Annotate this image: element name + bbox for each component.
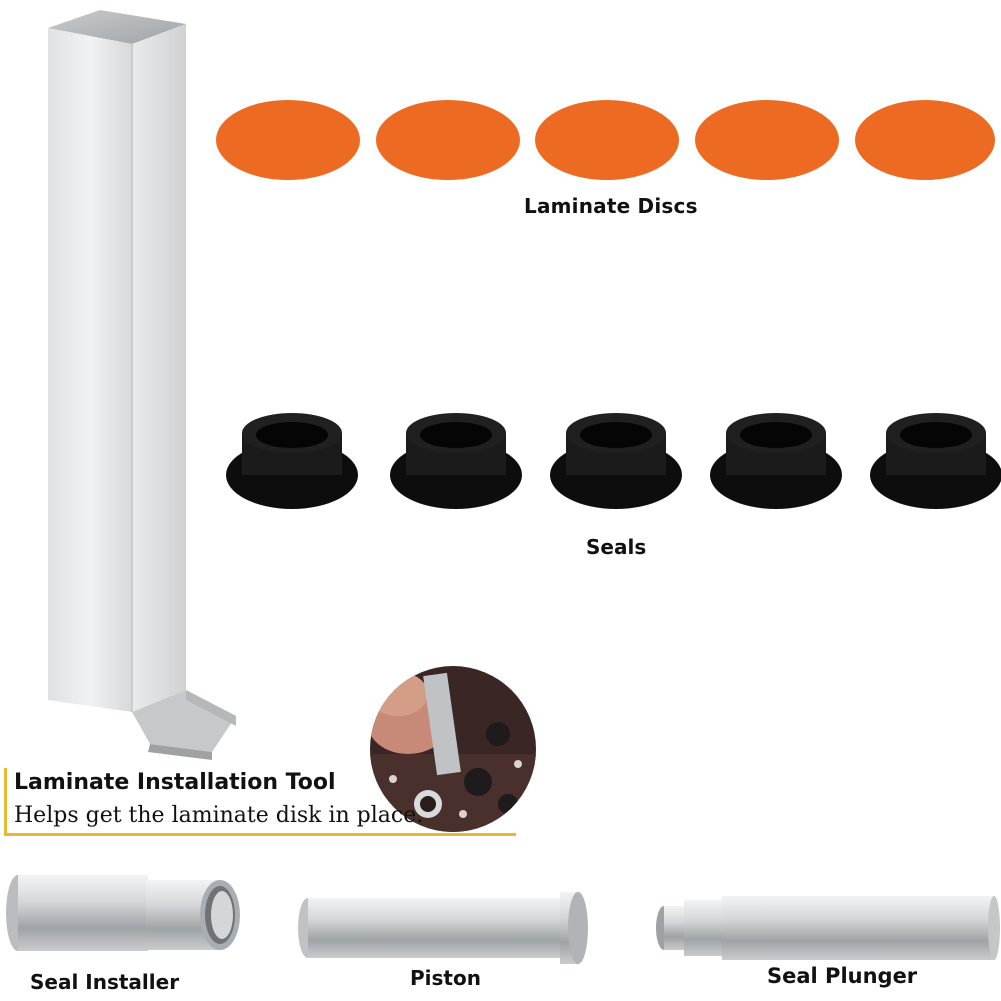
- laminate-disc: [216, 100, 360, 180]
- piston-label: Piston: [410, 966, 481, 990]
- seals-group: [226, 413, 1001, 509]
- seal: [226, 413, 358, 509]
- tool-caption: Helps get the laminate disk in place.: [14, 803, 424, 828]
- laminate-disc: [376, 100, 520, 180]
- laminate-installation-tool-image: [48, 10, 236, 760]
- seal: [390, 413, 522, 509]
- piston-image: [298, 892, 588, 964]
- laminate-disc: [855, 100, 995, 180]
- seal: [550, 413, 682, 509]
- callout-bracket: [4, 768, 516, 836]
- seal-plunger-label: Seal Plunger: [767, 964, 918, 988]
- seal-installer-label: Seal Installer: [30, 970, 180, 994]
- seal: [870, 413, 1001, 509]
- tool-title: Laminate Installation Tool: [14, 770, 336, 795]
- seals-label: Seals: [586, 535, 647, 559]
- laminate-discs-label: Laminate Discs: [524, 194, 698, 218]
- laminate-disc: [695, 100, 839, 180]
- seal-installer-image: [6, 875, 240, 951]
- installation-inset-photo: [370, 666, 536, 832]
- laminate-discs-group: [216, 100, 995, 180]
- laminate-disc: [535, 100, 679, 180]
- seal-plunger-image: [656, 896, 1000, 960]
- seal: [710, 413, 842, 509]
